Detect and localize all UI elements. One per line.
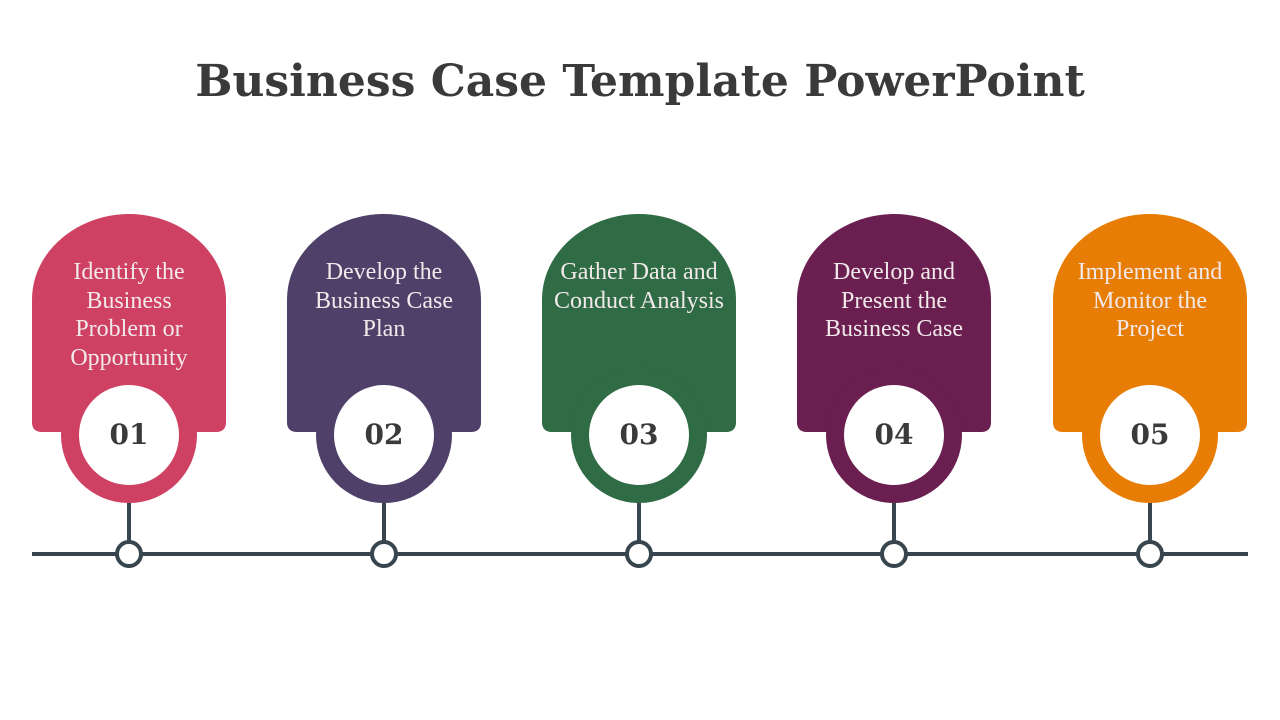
step-card: [287, 214, 481, 432]
step-1-text: Identify the Business Problem or Opportu…: [70, 259, 188, 371]
step-4-number: 04: [874, 418, 914, 451]
step-card: [542, 214, 736, 432]
step-2-text: Develop the Business Case Plan: [315, 259, 453, 342]
timeline-node: [880, 540, 908, 568]
step-card: [32, 214, 226, 432]
step-3-text: Gather Data and Conduct Analysis: [554, 259, 725, 314]
step-5: [1053, 214, 1247, 568]
step-1-number: 01: [109, 418, 149, 451]
step-4-text: Develop and Present the Business Case: [825, 259, 963, 342]
number-disc: [844, 385, 944, 485]
step-3: [542, 214, 736, 568]
step-2: [287, 214, 481, 568]
step-card: [1053, 214, 1247, 432]
step-1: [32, 214, 226, 568]
number-disc: [589, 385, 689, 485]
step-3-number: 03: [619, 418, 659, 451]
timeline-node: [115, 540, 143, 568]
number-disc: [334, 385, 434, 485]
step-card: [797, 214, 991, 432]
timeline-node: [370, 540, 398, 568]
number-disc: [1100, 385, 1200, 485]
step-4: [797, 214, 991, 568]
timeline-node: [625, 540, 653, 568]
step-5-text: Implement and Monitor the Project: [1077, 259, 1223, 342]
slide-title: Business Case Template PowerPoint: [195, 56, 1085, 107]
step-5-number: 05: [1130, 418, 1170, 451]
number-disc: [79, 385, 179, 485]
step-2-number: 02: [364, 418, 404, 451]
timeline-node: [1136, 540, 1164, 568]
